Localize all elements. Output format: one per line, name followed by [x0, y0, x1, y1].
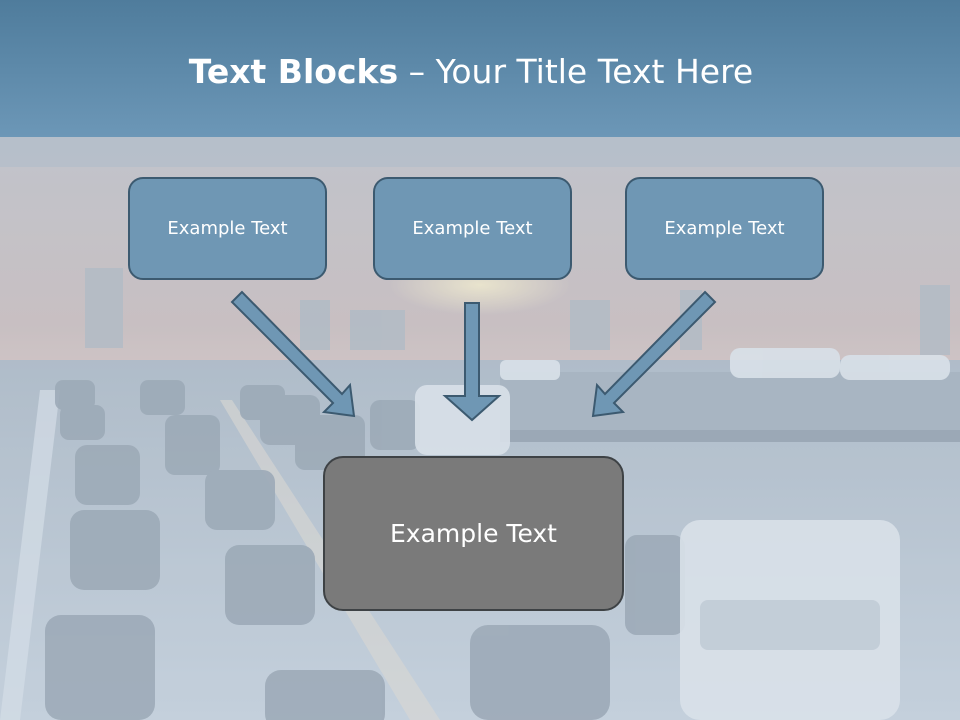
arrow-left-diagonal — [230, 290, 356, 418]
text-block-right: Example Text — [625, 177, 824, 280]
arrow-right-diagonal — [591, 290, 717, 418]
text-block-result: Example Text — [323, 456, 624, 611]
title-bar — [0, 0, 960, 137]
title-separator: – — [398, 52, 436, 91]
text-block-center: Example Text — [373, 177, 572, 280]
slide-title: Text Blocks – Your Title Text Here — [0, 52, 942, 91]
title-bold: Text Blocks — [188, 52, 399, 91]
title-rest: Your Title Text Here — [435, 52, 754, 91]
arrow-center-down — [442, 302, 502, 422]
text-block-left: Example Text — [128, 177, 327, 280]
